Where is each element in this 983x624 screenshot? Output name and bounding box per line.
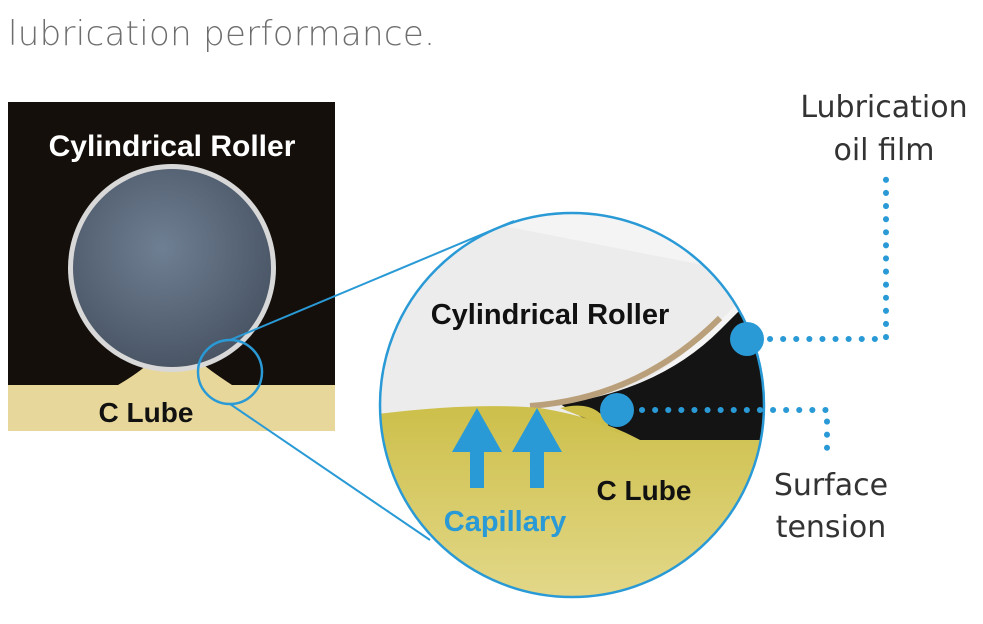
surface-tension-label-line1: Surface	[774, 468, 888, 503]
zoom-lube-label: C Lube	[597, 475, 692, 506]
oil-film-callout: Lubrication oil film	[730, 90, 968, 356]
photo-lube-label: C Lube	[99, 397, 194, 428]
surface-tension-callout: Surface tension	[600, 393, 888, 545]
roller-photo: Cylindrical Roller C Lube	[8, 102, 335, 431]
photo-lube-strip	[8, 385, 335, 431]
oil-film-leader	[767, 175, 889, 342]
surface-tension-marker	[600, 393, 634, 427]
photo-roller-face	[73, 169, 271, 367]
zoom-oil-film	[529, 315, 723, 409]
oil-film-marker	[730, 322, 764, 356]
magnifier	[196, 220, 515, 541]
up-arrow-icon	[512, 408, 562, 488]
magnifier-line-top	[229, 220, 515, 341]
magnifier-line-bottom	[229, 403, 431, 541]
zoom-view	[380, 213, 764, 597]
oil-film-label-line2: oil film	[833, 133, 934, 168]
surface-tension-label-line2: tension	[776, 510, 887, 545]
up-arrow-icon	[452, 408, 502, 488]
zoom-border	[378, 211, 766, 599]
page-heading: lubrication performance.	[8, 14, 436, 54]
photo-roller-label: Cylindrical Roller	[49, 130, 296, 163]
zoom-roller-label: Cylindrical Roller	[431, 299, 670, 331]
surface-tension-leader	[639, 407, 830, 455]
oil-film-label-line1: Lubrication	[800, 90, 967, 125]
capillary-label: Capillary	[444, 506, 567, 538]
